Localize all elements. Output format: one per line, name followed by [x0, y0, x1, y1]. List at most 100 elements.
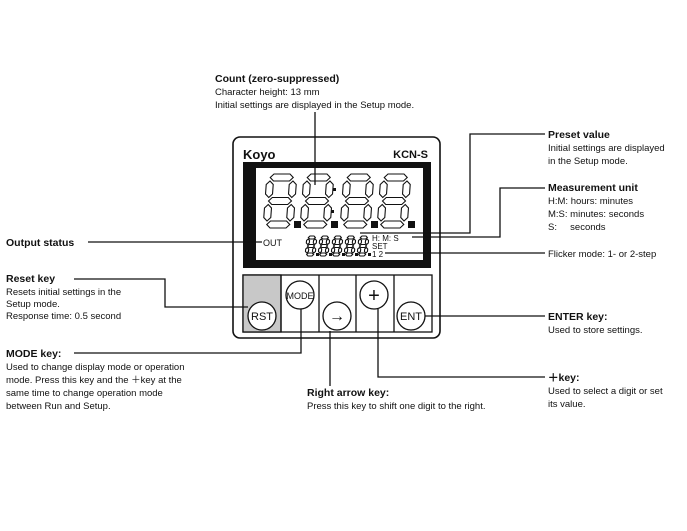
digit-segment: [383, 173, 409, 182]
digit-segment: [325, 238, 331, 246]
digit-segment: [312, 238, 318, 246]
plus-desc: its value.: [548, 399, 586, 410]
arrow-callout: Right arrow key: Press this key to shift…: [307, 387, 485, 412]
decimal-point: [329, 253, 332, 256]
unit-callout: Measurement unit H:M: hours: minutes M:S…: [548, 182, 644, 233]
ent-button[interactable]: ENT: [396, 301, 426, 331]
flicker-desc: Flicker mode: 1- or 2-step: [548, 249, 656, 260]
digit-segment: [344, 252, 354, 257]
digit-segment: [377, 203, 387, 222]
digit-segment: [302, 220, 328, 229]
mode-desc: same time to change operation mode: [6, 388, 163, 399]
digit-segment: [344, 196, 370, 206]
colon: [331, 188, 336, 213]
mode-button-label: MODE: [287, 291, 314, 301]
digit-segment: [357, 238, 363, 246]
enter-desc: Used to store settings.: [548, 325, 643, 336]
digit-segment: [332, 243, 342, 249]
digit-segment: [304, 246, 310, 254]
digit-segment: [381, 196, 407, 206]
digit-segment: [286, 203, 296, 222]
digit-segment: [337, 246, 343, 254]
model-label: KCN-S: [393, 149, 428, 161]
count-desc: Character height: 13 mm: [215, 87, 320, 98]
digit-segment: [305, 252, 315, 257]
digit-segment: [330, 246, 336, 254]
decimal-point: [331, 221, 338, 228]
digit-segment: [318, 238, 324, 246]
out-indicator: OUT: [263, 238, 283, 248]
unit-desc: M:S: minutes: seconds: [548, 209, 644, 220]
plus-leader: [377, 309, 545, 378]
decimal-point: [368, 253, 371, 256]
digit-segment: [358, 243, 368, 249]
digit-segment: [342, 220, 368, 229]
digit-segment: [346, 173, 372, 182]
digit-segment: [304, 196, 330, 206]
digit-segment: [401, 180, 411, 199]
reset-desc: Response time: 0.5 second: [6, 311, 121, 322]
unit-desc: S: seconds: [548, 222, 606, 233]
digit-segment: [324, 180, 334, 199]
digit-segment: [323, 203, 333, 222]
unit-leader: [412, 187, 545, 238]
digit-segment: [317, 246, 323, 254]
decimal-point: [371, 221, 378, 228]
digit-segment: [378, 180, 388, 199]
reset-leader: [74, 278, 248, 308]
rst-button[interactable]: RST: [247, 301, 277, 331]
preset-title: Preset value: [548, 129, 610, 141]
arrow-desc: Press this key to shift one digit to the…: [307, 401, 485, 412]
mode-leader: [74, 309, 302, 354]
rst-button-label: RST: [251, 311, 273, 323]
digit-segment: [311, 246, 317, 254]
digit-segment: [346, 235, 356, 240]
digit-segment: [287, 180, 297, 199]
unit-title: Measurement unit: [548, 182, 638, 194]
digit-segment: [363, 203, 373, 222]
preset-callout: Preset value Initial settings are displa…: [548, 129, 665, 167]
digit-segment: [364, 180, 374, 199]
right-arrow-button[interactable]: →: [322, 301, 352, 331]
decimal-point: [355, 253, 358, 256]
decimal-point: [408, 221, 415, 228]
reset-title: Reset key: [6, 273, 55, 285]
digit-segment: [338, 238, 344, 246]
digit-segment: [356, 246, 362, 254]
preset-desc: Initial settings are displayed: [548, 143, 665, 154]
digit-segment: [320, 235, 330, 240]
digit-segment: [306, 173, 332, 182]
digit-segment: [344, 238, 350, 246]
decimal-point: [342, 253, 345, 256]
output-title: Output status: [6, 237, 74, 249]
digit-segment: [333, 235, 343, 240]
mode-desc: between Run and Setup.: [6, 401, 111, 412]
step-indicator: 1 2: [372, 250, 384, 259]
plus-desc: Used to select a digit or set: [548, 386, 663, 397]
digit-segment: [306, 243, 316, 249]
digit-segment: [340, 203, 350, 222]
set-indicator: SET: [372, 242, 388, 251]
mode-callout: MODE key: Used to change display mode or…: [6, 348, 185, 412]
decimal-point: [294, 221, 301, 228]
brand-logo: Koyo: [243, 147, 276, 162]
digit-segment: [264, 180, 274, 199]
digit-segment: [400, 203, 410, 222]
digit-segment: [307, 235, 317, 240]
reset-desc: Resets initial settings in the: [6, 287, 121, 298]
plus-icon: +: [368, 285, 380, 307]
digit-segment: [269, 173, 295, 182]
plus-button[interactable]: +: [359, 280, 389, 310]
digit-segment: [331, 252, 341, 257]
digit-segment: [331, 238, 337, 246]
reset-desc: Setup mode.: [6, 299, 60, 310]
digit-segment: [350, 246, 356, 254]
unit-desc: H:M: hours: minutes: [548, 196, 633, 207]
digit-segment: [341, 180, 351, 199]
arrow-title: Right arrow key:: [307, 387, 389, 399]
unit-indicator: H: M: S: [372, 234, 399, 243]
mode-button[interactable]: MODE: [285, 280, 315, 310]
digit-segment: [359, 235, 369, 240]
reset-callout: Reset key Resets initial settings in the…: [6, 273, 121, 322]
